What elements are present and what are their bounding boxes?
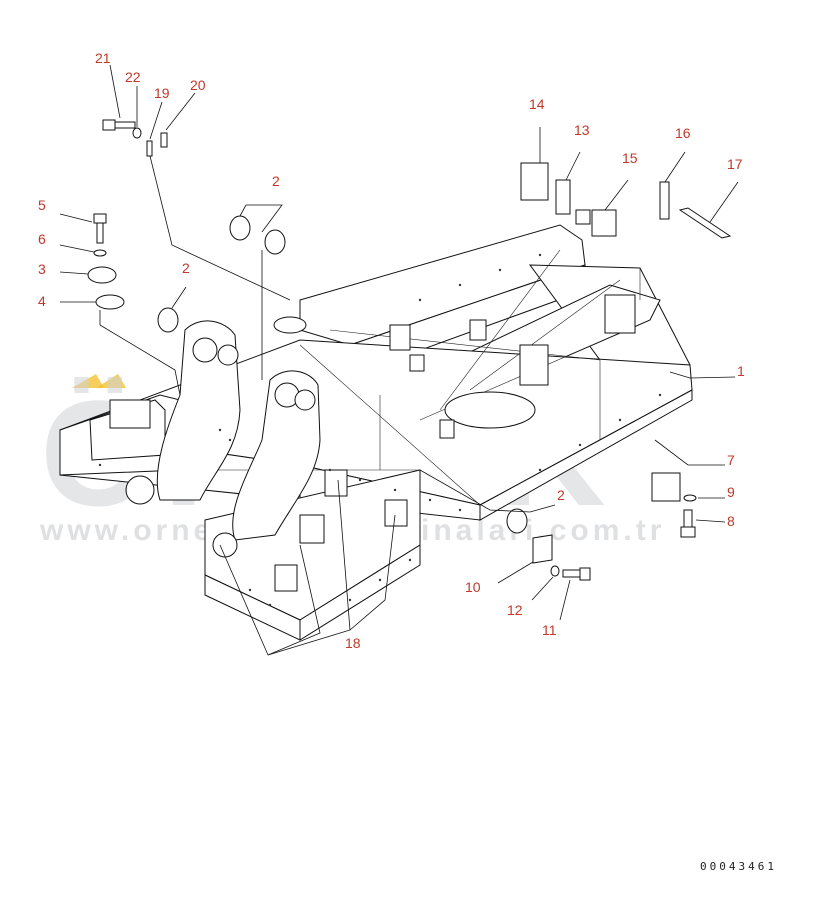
- plate-16: [659, 181, 670, 220]
- bushing-2b: [264, 229, 286, 255]
- leader-lines: [59, 64, 739, 656]
- callout-18: 18: [345, 635, 361, 651]
- callout-21: 21: [95, 50, 111, 66]
- washer-22: [132, 127, 142, 139]
- bar-17: [678, 207, 732, 239]
- block-14: [520, 162, 549, 201]
- callout-7: 7: [727, 452, 735, 468]
- watermark-accent-mark: [72, 374, 104, 388]
- washer-9: [683, 494, 697, 502]
- washer-12: [550, 565, 560, 577]
- callout-13: 13: [574, 122, 590, 138]
- ring-4: [95, 294, 125, 310]
- callout-6: 6: [38, 231, 46, 247]
- bracket-7: [651, 472, 681, 502]
- callout-2-upper: 2: [272, 173, 280, 189]
- callout-5: 5: [38, 197, 46, 213]
- callout-2-left: 2: [182, 260, 190, 276]
- callout-3: 3: [38, 261, 46, 277]
- callout-10: 10: [465, 579, 481, 595]
- bushing-2d: [506, 508, 528, 534]
- plate-10: [532, 534, 553, 564]
- callout-2-right: 2: [557, 487, 565, 503]
- callout-labels: 21 22 19 20 5 6 3 4 2 2 2 14 13 15 16 17…: [38, 50, 745, 651]
- watermark-accent-mark-2: [96, 374, 126, 388]
- bolt-8: [680, 509, 696, 538]
- shim-20: [160, 132, 168, 148]
- bolt-5: [93, 213, 107, 244]
- callout-1: 1: [737, 363, 745, 379]
- callout-14: 14: [529, 96, 545, 112]
- washer-6: [93, 249, 107, 257]
- callout-15: 15: [622, 150, 638, 166]
- plate-19: [146, 140, 153, 157]
- callout-17: 17: [727, 156, 743, 172]
- callout-16: 16: [675, 125, 691, 141]
- callout-8: 8: [727, 513, 735, 529]
- revolving-frame: [59, 224, 693, 641]
- callout-22: 22: [125, 69, 141, 85]
- callout-20: 20: [190, 77, 206, 93]
- document-number: 00043461: [700, 860, 777, 873]
- block-13: [555, 179, 571, 215]
- bushing-2c: [157, 307, 179, 333]
- block-15: [575, 209, 617, 237]
- callout-19: 19: [154, 85, 170, 101]
- bolt-21: [102, 119, 136, 131]
- rivet-pattern: [98, 253, 662, 607]
- callout-4: 4: [38, 293, 46, 309]
- cap-3: [87, 266, 117, 284]
- callout-11: 11: [542, 622, 557, 638]
- bushing-2a: [229, 215, 251, 241]
- bolt-11: [562, 567, 591, 581]
- callout-9: 9: [727, 484, 735, 500]
- loose-parts: [87, 119, 732, 581]
- callout-12: 12: [507, 602, 523, 618]
